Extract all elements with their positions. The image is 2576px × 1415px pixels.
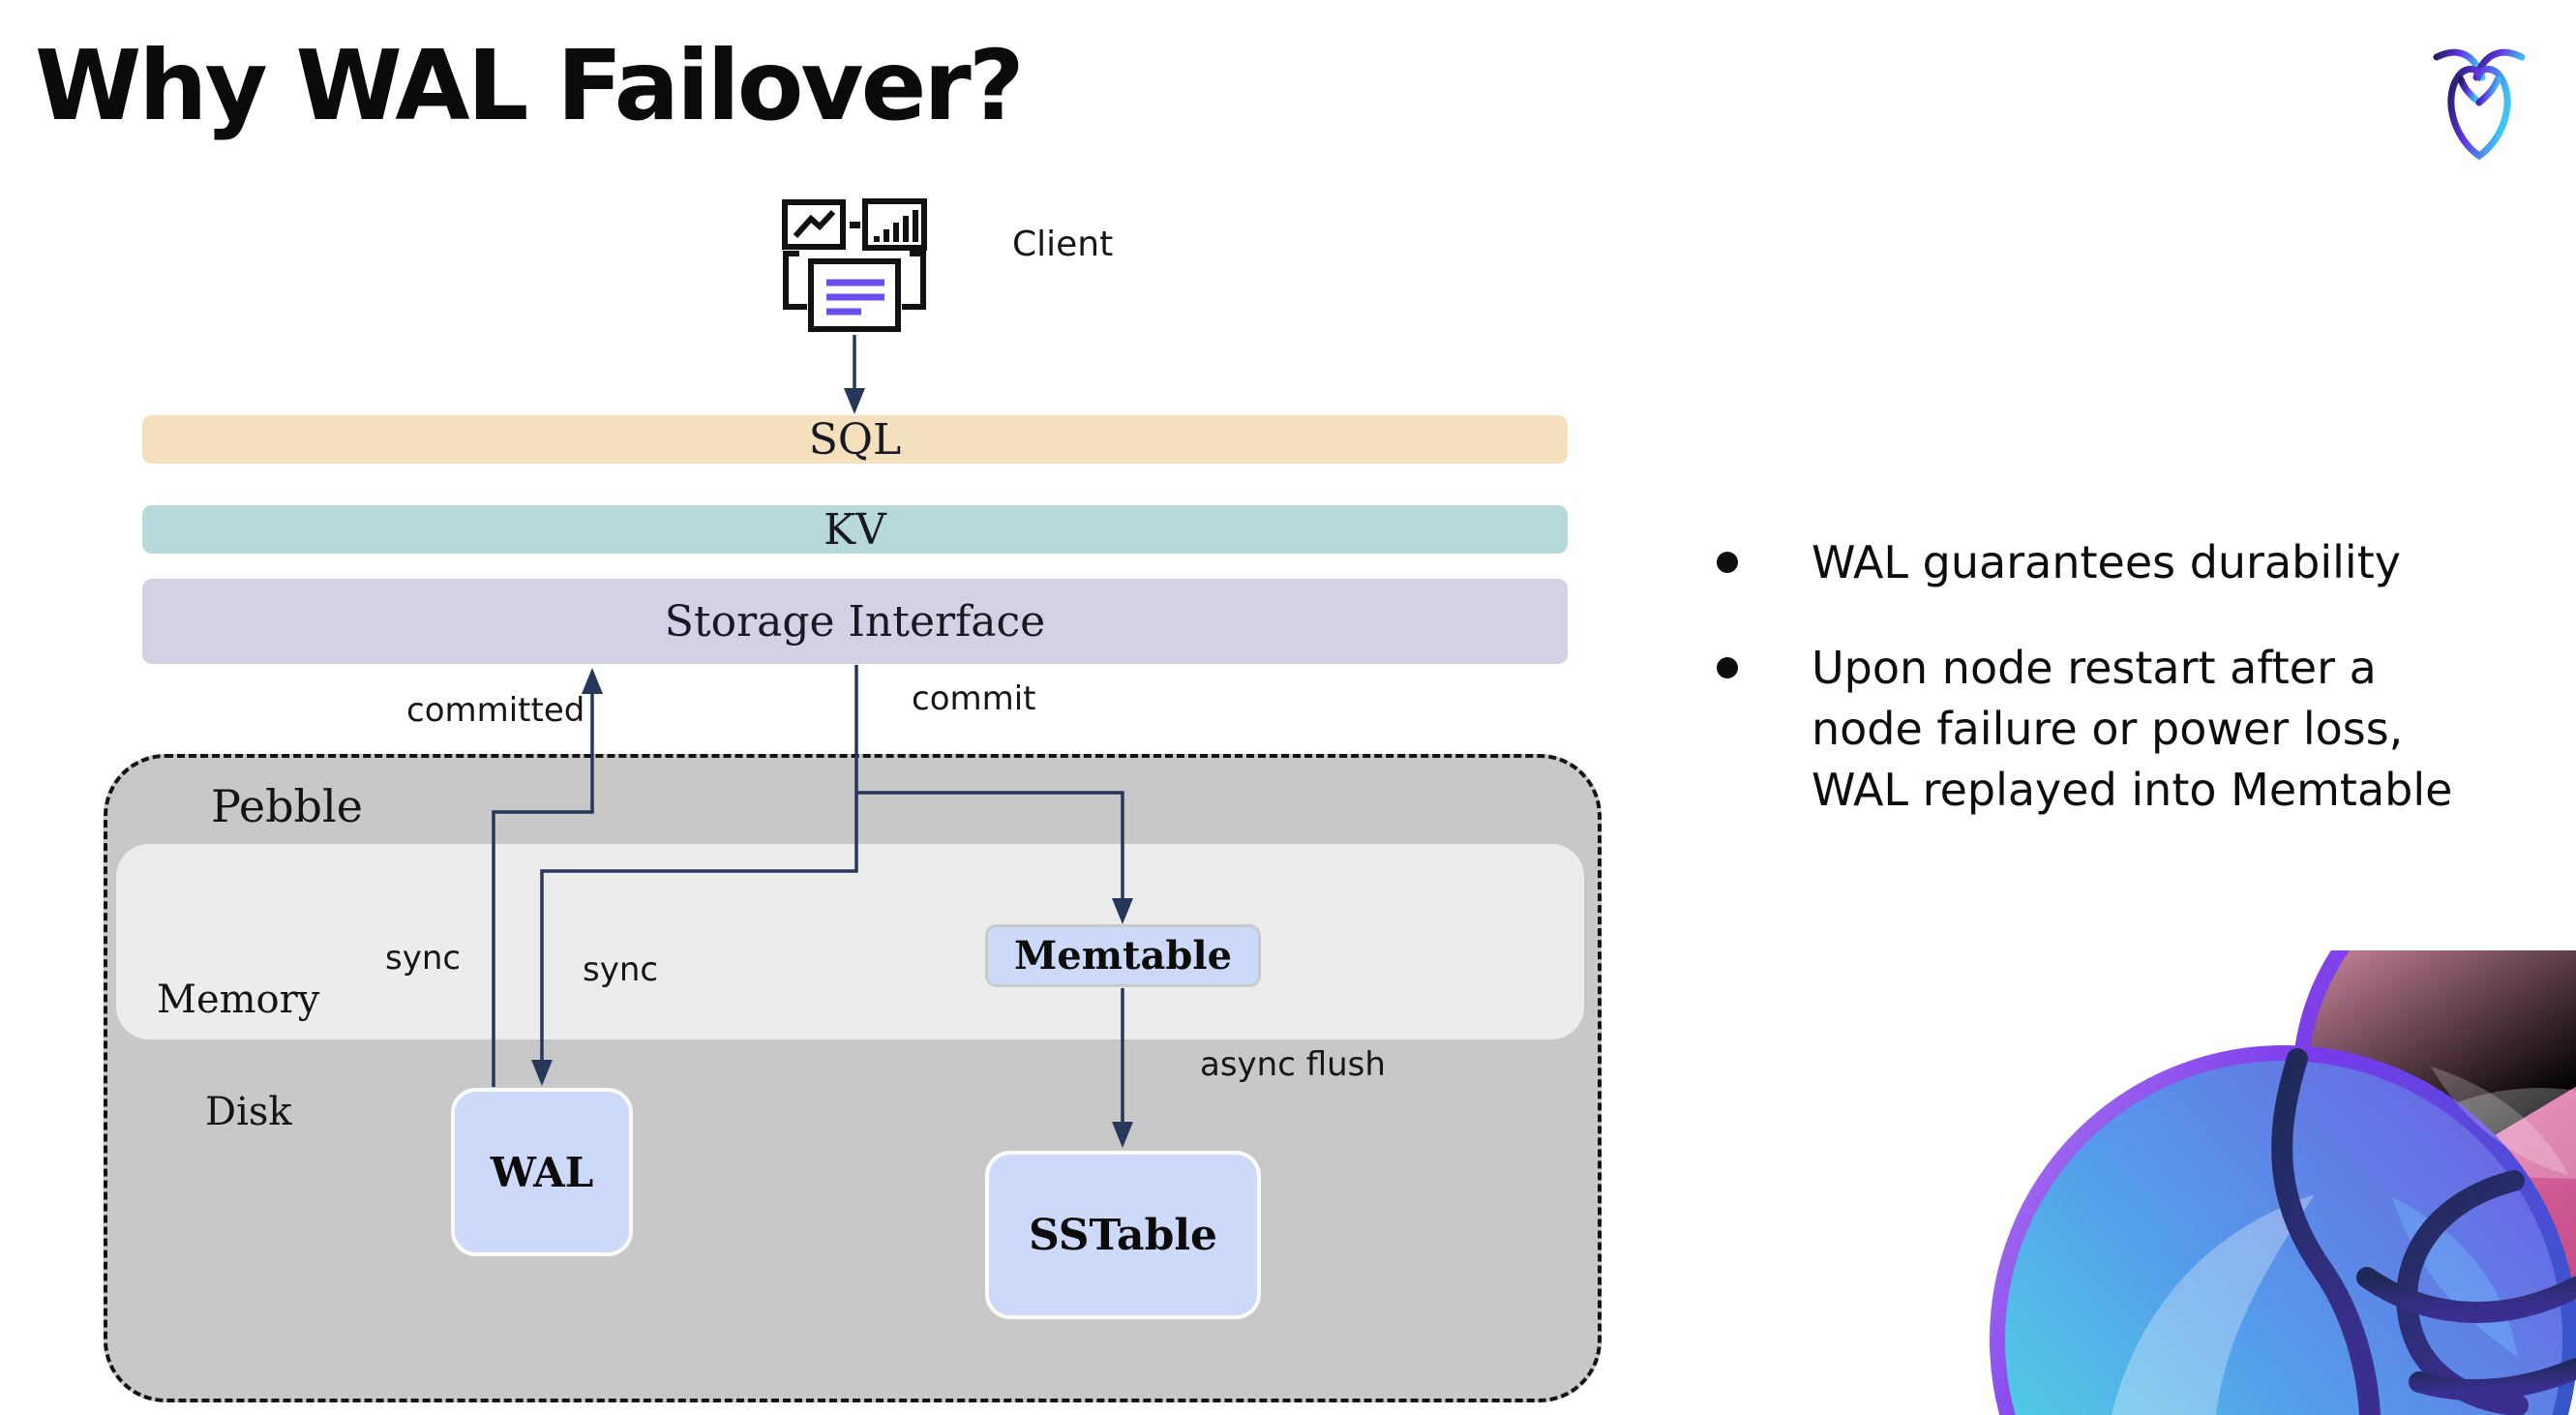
layer-bar-storage-interface: Storage Interface [142, 579, 1568, 664]
cockroachdb-logo-icon [2433, 48, 2526, 161]
client-label: Client [1012, 225, 1114, 264]
bullet-line: WAL guarantees durability [1812, 536, 2401, 588]
async-flush-edge-label: async flush [1200, 1045, 1386, 1084]
bullet-line: WAL replayed into Memtable [1812, 764, 2453, 816]
pebble-label: Pebble [211, 780, 363, 832]
wal-box-label: WAL [490, 1148, 594, 1196]
memtable-box: Memtable [985, 924, 1261, 987]
committed-edge-label: committed [406, 691, 585, 730]
layer-bar-kv: KV [142, 504, 1568, 555]
layer-bar-sql: SQL [142, 414, 1568, 465]
bullet-item-durability: WAL guarantees durability [1717, 532, 2568, 593]
bullet-item-replay: Upon node restart after a node failure o… [1717, 638, 2568, 821]
bullet-list: WAL guarantees durability Upon node rest… [1717, 532, 2568, 821]
layer-bar-kv-label: KV [824, 504, 886, 555]
bullet-line: node failure or power loss, [1812, 703, 2404, 755]
memory-band [116, 844, 1584, 1039]
cockroach-corner-art [1990, 950, 2576, 1415]
disk-label: Disk [205, 1090, 292, 1134]
layer-bar-storage-interface-label: Storage Interface [664, 596, 1046, 647]
memtable-box-label: Memtable [1013, 933, 1233, 978]
sstable-box: SSTable [985, 1151, 1261, 1319]
bullet-text: Upon node restart after a node failure o… [1812, 638, 2452, 821]
sync-right-edge-label: sync [583, 950, 659, 989]
arrowhead-committed-to-storage [582, 668, 603, 694]
bullet-dot [1717, 552, 1738, 573]
bullet-text: WAL guarantees durability [1812, 532, 2401, 593]
commit-edge-label: commit [912, 679, 1036, 718]
page-title: Why WAL Failover? [35, 29, 1025, 142]
sync-left-edge-label: sync [385, 939, 462, 978]
arrowhead-client-to-sql [844, 388, 865, 414]
wal-box: WAL [451, 1088, 633, 1256]
sstable-box-label: SSTable [1028, 1210, 1218, 1260]
memory-label: Memory [157, 978, 320, 1022]
layer-bar-sql-label: SQL [808, 414, 902, 465]
bullet-line: Upon node restart after a [1812, 642, 2377, 694]
client-monitors-icon [782, 198, 927, 332]
bullet-dot [1717, 657, 1738, 678]
